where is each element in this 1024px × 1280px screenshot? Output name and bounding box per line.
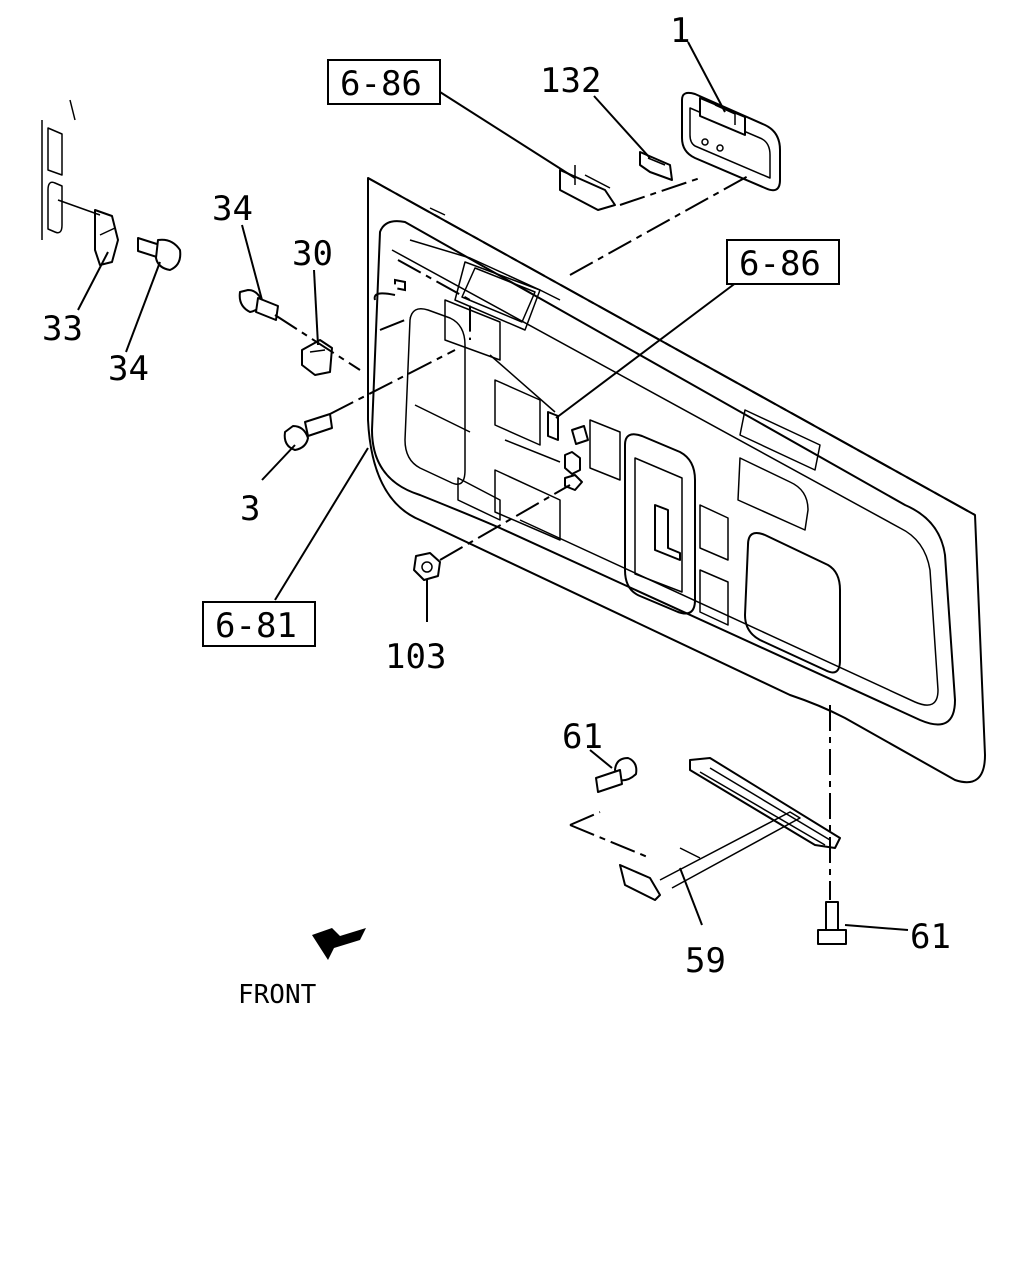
front-label: FRONT — [238, 980, 317, 1010]
reference-box-top[interactable]: 6-86 — [327, 59, 441, 105]
bolt-part-61-bottom — [817, 901, 847, 945]
part-labels: 1 132 34 30 33 34 3 103 61 61 59 — [42, 11, 951, 981]
label-30: 30 — [292, 234, 333, 274]
label-3: 3 — [240, 489, 260, 529]
bolt-part-3 — [283, 413, 333, 451]
bracket-part-132 — [639, 151, 673, 181]
label-33: 33 — [42, 309, 83, 349]
leader-lines — [77, 41, 909, 931]
hinge-bracket-part-33 — [41, 99, 119, 266]
bracket-part-30 — [301, 339, 333, 376]
tailgate-panel — [367, 177, 986, 784]
nut-part-103 — [413, 552, 441, 581]
label-61-top: 61 — [562, 717, 603, 757]
label-34-top: 34 — [212, 189, 253, 229]
reference-middle-label: 6-86 — [739, 244, 821, 284]
handle-assembly-part — [681, 91, 781, 192]
rod-clip-part — [559, 165, 616, 211]
label-132: 132 — [540, 61, 601, 101]
label-34-bottom: 34 — [108, 349, 149, 389]
bolt-part-61-top — [595, 757, 638, 793]
bolt-part-34-right — [137, 237, 182, 271]
reference-box-middle[interactable]: 6-86 — [726, 239, 840, 285]
reference-top-label: 6-86 — [340, 64, 422, 104]
label-1: 1 — [670, 11, 690, 51]
label-103: 103 — [385, 637, 446, 677]
front-arrow-icon — [312, 928, 366, 960]
label-61-bottom: 61 — [910, 917, 951, 957]
label-59: 59 — [685, 941, 726, 981]
reference-left-label: 6-81 — [215, 606, 297, 646]
rail-part-59 — [619, 757, 841, 901]
reference-box-left[interactable]: 6-81 — [202, 601, 316, 647]
front-indicator: FRONT — [238, 928, 366, 1010]
bolt-part-34-left — [238, 289, 279, 321]
